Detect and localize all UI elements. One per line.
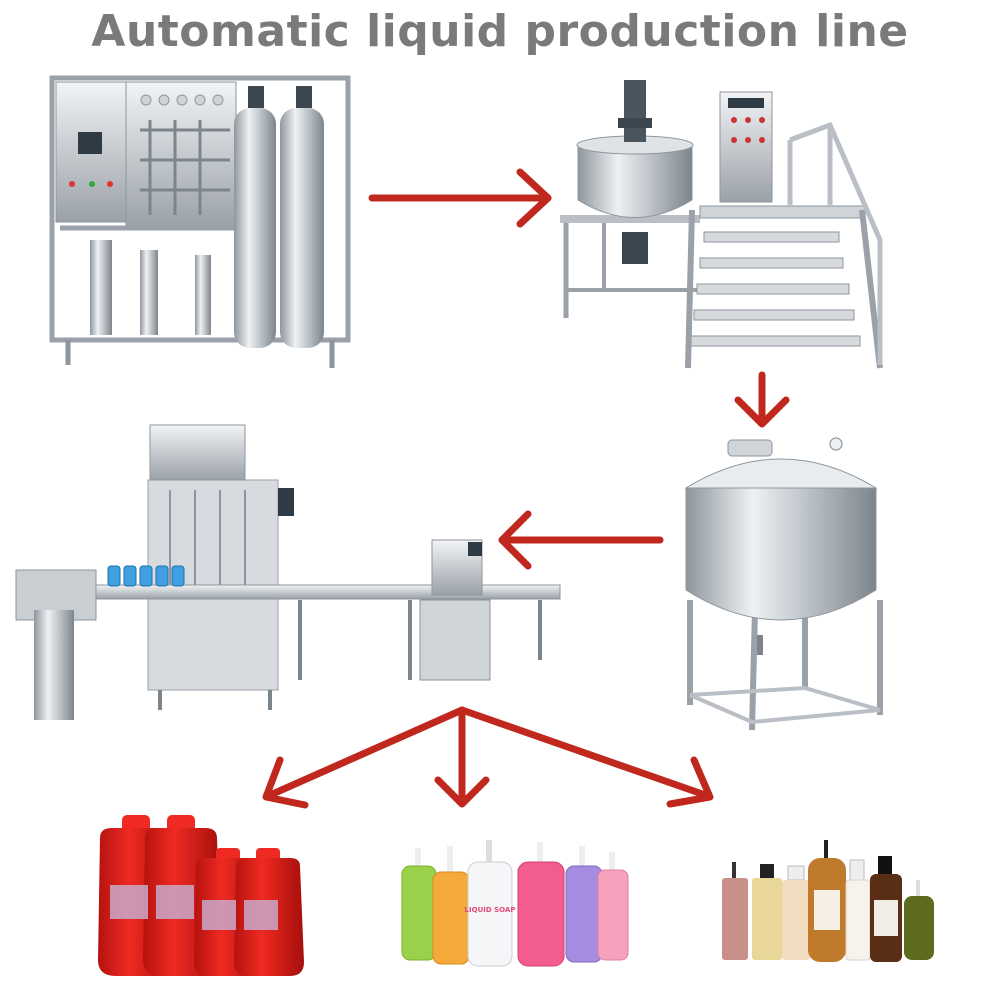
cosmetic-bottle [722,862,748,960]
cosmetic-bottle [808,840,846,962]
cosmetic-bottle [782,865,810,960]
arrow-mixer-to-storage [734,371,790,428]
soap-bottle-clear: LIQUID SOAP [465,840,516,967]
detergent-bottles-icon [98,815,304,976]
arrow-water-to-mixer [368,168,552,228]
mixing-tank-with-stairs-icon [560,80,883,369]
filling-capping-line-icon [15,424,561,720]
soap-bottle-pink-small [597,852,629,961]
page-title: Automatic liquid production line [91,6,909,57]
cosmetic-bottle [752,864,782,960]
soap-bottle-pink [517,842,565,967]
cosmetic-bottle [845,859,871,961]
soap-bottle-green [401,848,437,961]
soap-bottle-purple [565,846,603,963]
cosmetic-bottle [904,880,934,960]
arrow-to-detergent [262,706,466,809]
hand-soap-bottles-icon: LIQUID SOAP [401,840,629,967]
soap-bottle-orange [432,846,470,965]
arrow-storage-to-filling [498,510,664,570]
cosmetic-bottles-icon [722,840,934,962]
soap-label: LIQUID SOAP [465,906,516,914]
storage-tank-icon [684,437,883,731]
cosmetic-bottle [870,856,902,962]
arrow-to-cosmetics [458,706,714,808]
water-treatment-machine-icon [49,75,351,368]
arrow-to-hand-soap [434,706,490,808]
flow-arrows [262,168,790,809]
